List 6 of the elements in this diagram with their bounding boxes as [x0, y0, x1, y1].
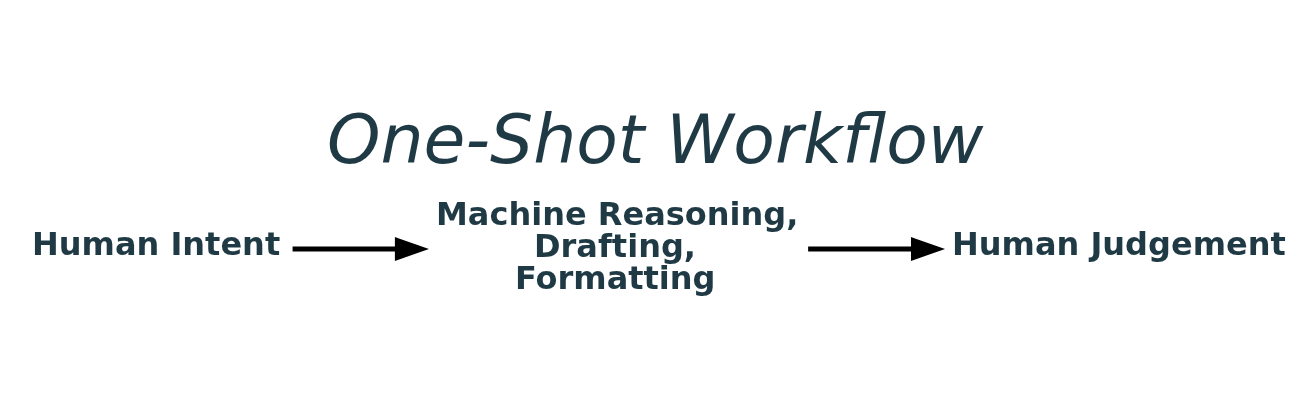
- node-text: Human Intent: [31, 224, 280, 263]
- node-text: Machine Reasoning, Drafting, Formatting: [435, 194, 798, 297]
- arrow: [807, 237, 945, 261]
- arrow: [292, 237, 429, 261]
- diagram-title: One-Shot Workflow: [326, 100, 983, 180]
- node-text: Human Judgement: [951, 224, 1286, 263]
